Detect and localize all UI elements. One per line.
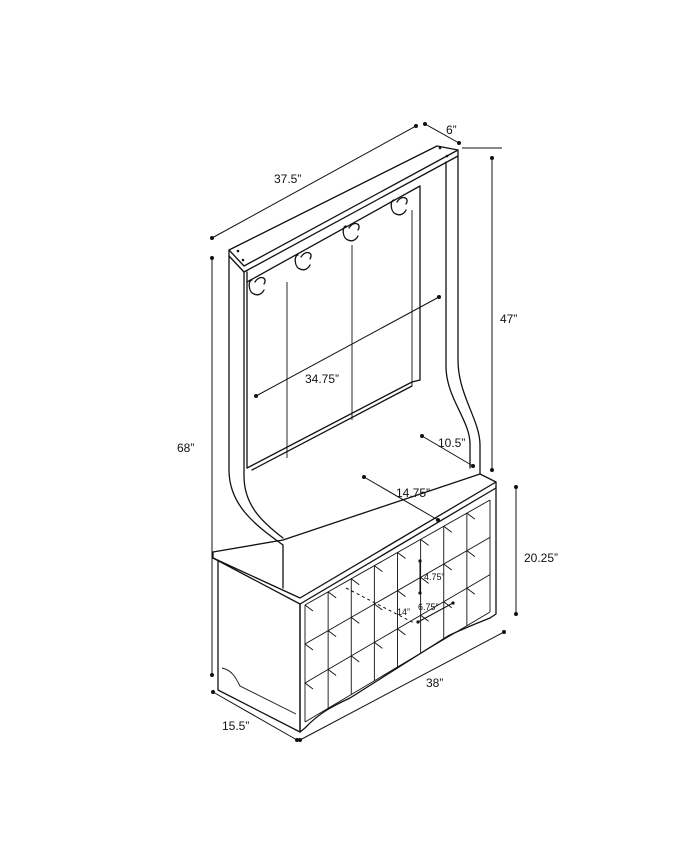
left-side-panel [228, 255, 284, 589]
cubby-depth-edge [374, 565, 383, 572]
back-rail [246, 379, 421, 469]
label-bench-height: 20.25” [524, 551, 558, 565]
dim-line-cubby-width [417, 602, 454, 623]
dim-line-seat-depth [363, 476, 439, 521]
dim-line-side-depth [421, 435, 474, 467]
label-cubby-width: 6.75” [418, 602, 439, 612]
dim-line-bench-depth [212, 691, 298, 741]
cubby-depth-edge [304, 643, 314, 651]
bench-front-skirt [299, 617, 491, 733]
cubby-depth-edge [466, 512, 476, 520]
label-bench-width: 38” [426, 676, 443, 690]
cubby-depth-edge [327, 669, 337, 676]
cubby-depth-edge [374, 642, 383, 649]
cubby-depth-edge [420, 539, 429, 546]
dim-line-top-width [211, 125, 417, 239]
label-top-depth: 6” [446, 123, 457, 137]
label-bench-depth: 15.5” [222, 719, 249, 733]
label-cubby-height: 4.75” [424, 572, 445, 582]
bench-seat-top [212, 473, 497, 599]
right-side-panel [457, 155, 481, 475]
dimension-labels: 37.5” 6” 47” 68” 34.75” 10.5” 14.75” 20.… [177, 123, 558, 733]
cubby-depth-edge [350, 616, 360, 624]
dim-line-top-depth [424, 123, 460, 144]
label-top-width: 37.5” [274, 172, 301, 186]
dim-line-panel-width [255, 296, 440, 397]
label-total-height: 68” [177, 441, 194, 455]
label-cubby-depth: 14” [397, 607, 410, 617]
cubby-depth-edge [304, 682, 314, 690]
hook-icon [390, 196, 408, 216]
dimension-lines [210, 122, 518, 742]
cubby-depth-edge [443, 601, 453, 609]
left-side-panel-inner [243, 271, 284, 539]
bench-side-cutout [221, 667, 297, 715]
cubby-depth-edge [443, 525, 453, 533]
cubby-depth-edge [466, 550, 476, 558]
cubby-depth-edge [443, 563, 453, 571]
coat-hooks [248, 196, 408, 296]
cubby-depth-edge [304, 604, 314, 612]
cubby-depth-edge [420, 576, 429, 584]
hook-icon [248, 276, 266, 296]
cubby-depth-edge [350, 655, 360, 663]
bench-front-right-edge [489, 487, 497, 619]
bench-seat-front-edge [212, 487, 497, 605]
cubby-depth-edge [374, 603, 383, 611]
cubby-depth-edge [327, 591, 337, 599]
label-upper-height: 47” [500, 312, 517, 326]
cubby-depth-edge [466, 587, 476, 595]
back-rail-front [251, 385, 413, 471]
cubby-depth-edge [350, 578, 360, 586]
shoe-cubbies [304, 499, 491, 723]
hook-icon [294, 251, 312, 271]
cubby-depth-edge [397, 628, 406, 636]
right-side-panel-inner [445, 161, 471, 469]
hall-tree-outline [212, 145, 497, 733]
dim-line-bench-width [299, 631, 505, 741]
top-shelf-face [228, 145, 459, 267]
label-seat-depth: 14.75” [396, 486, 430, 500]
cubby-depth-dash [345, 587, 415, 624]
cubby-depth-edge [397, 590, 406, 598]
bench-side [217, 559, 301, 733]
cubby-depth-edge [327, 630, 337, 638]
cubby-depth-edge [397, 552, 406, 559]
hook-icon [342, 222, 360, 242]
label-side-depth: 10.5” [438, 436, 465, 450]
label-panel-width: 34.75” [305, 372, 339, 386]
